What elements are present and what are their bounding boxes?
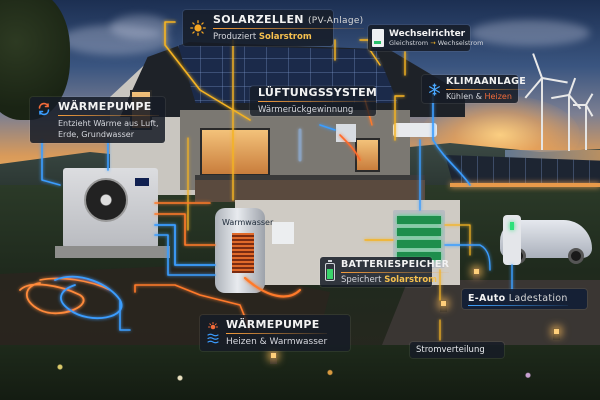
battery-subtitle: Speichert Solarstrom	[341, 275, 438, 285]
label-divider	[446, 89, 527, 90]
cloud	[60, 25, 170, 55]
garden-lamp	[270, 352, 277, 364]
battery-cell	[397, 216, 441, 224]
heat-pump-base	[55, 246, 170, 258]
inverter-icon	[372, 29, 384, 47]
inverter-title: Wechselrichter	[389, 28, 466, 39]
flower-bed	[0, 345, 600, 400]
carport-light	[450, 183, 600, 187]
ventilation-label: LÜFTUNGSSYSTEM Wärmerückgewinnung	[250, 86, 378, 116]
ventilation-title: LÜFTUNGSSYSTEM	[258, 86, 378, 99]
cloud	[110, 15, 170, 39]
patio-window	[200, 128, 270, 176]
label-divider	[58, 115, 159, 116]
inverter-label: Wechselrichter Gleichstrom → Wechselstro…	[368, 25, 483, 51]
label-divider	[258, 101, 378, 102]
label-divider	[213, 28, 364, 29]
heat-pump-label: WÄRMEPUMPE Entzieht Wärme aus Luft, Erde…	[30, 97, 165, 143]
ev-charging-label: E-Auto Ladestation	[462, 289, 587, 309]
label-divider	[341, 272, 450, 273]
label-divider	[226, 333, 328, 334]
sun-water-icon	[206, 322, 220, 344]
battery-cell	[397, 228, 441, 236]
battery-cell	[397, 240, 441, 248]
garden-lamp	[553, 328, 560, 340]
air-conditioning-label: KLIMAANLAGE Kühlen & Heizen	[422, 75, 527, 103]
heat-pump-fan	[84, 178, 128, 222]
window	[355, 138, 380, 172]
ev-charging-title: E-Auto Ladestation	[468, 292, 568, 304]
solar-title: SOLARZELLEN (PV-Anlage)	[213, 13, 364, 26]
power-distribution-label: Stromverteilung	[410, 342, 504, 358]
ventilation-subtitle: Wärmerückgewinnung	[258, 105, 354, 115]
heat-pump-title: WÄRMEPUMPE	[58, 100, 152, 113]
solar-subtitle: Produziert Solarstrom	[213, 32, 312, 42]
heat-pump-hot-water-subtitle: Heizen & Warmwasser	[226, 337, 328, 347]
heat-pump-hot-water-label: WÄRMEPUMPE Heizen & Warmwasser	[200, 315, 350, 351]
heat-pump-hot-water-title: WÄRMEPUMPE	[226, 318, 320, 331]
garden-lamp	[440, 300, 447, 312]
air-conditioner-unit	[393, 123, 437, 137]
solar-panels-label: SOLARZELLEN (PV-Anlage) Produziert Solar…	[183, 10, 364, 46]
heat-pump-subtitle-line1: Entzieht Wärme aus Luft,	[58, 119, 159, 128]
carport-solar-roof	[445, 155, 600, 183]
power-distribution-title: Stromverteilung	[416, 345, 485, 355]
label-divider	[468, 304, 568, 306]
charger-status-light	[510, 222, 514, 230]
ev-charger	[503, 215, 521, 265]
battery-icon	[325, 260, 335, 281]
heatpump-cycle-icon	[36, 102, 52, 116]
heat-pump-display	[135, 178, 149, 186]
snowflake-icon	[427, 82, 441, 96]
ventilation-unit	[336, 124, 356, 142]
terrace-rail	[195, 175, 425, 180]
terrace	[195, 180, 425, 202]
air-conditioning-title: KLIMAANLAGE	[446, 76, 527, 87]
wall-inverter	[272, 222, 294, 244]
battery-storage-label: BATTERIESPEICHER Speichert Solarstrom	[320, 257, 450, 287]
garden-lamp	[473, 268, 480, 280]
tank-heating-coil	[232, 233, 254, 273]
sun-icon	[189, 20, 207, 36]
battery-cell	[397, 252, 441, 260]
car-wheel	[568, 248, 584, 264]
inverter-subtitle: Gleichstrom → Wechselstrom	[389, 38, 484, 47]
cloud	[470, 20, 590, 46]
battery-title: BATTERIESPEICHER	[341, 259, 450, 270]
air-conditioning-subtitle: Kühlen & Heizen	[446, 92, 512, 101]
tank-label: Warmwasser	[222, 218, 274, 227]
heat-pump-subtitle-line2: Erde, Grundwasser	[58, 130, 134, 139]
